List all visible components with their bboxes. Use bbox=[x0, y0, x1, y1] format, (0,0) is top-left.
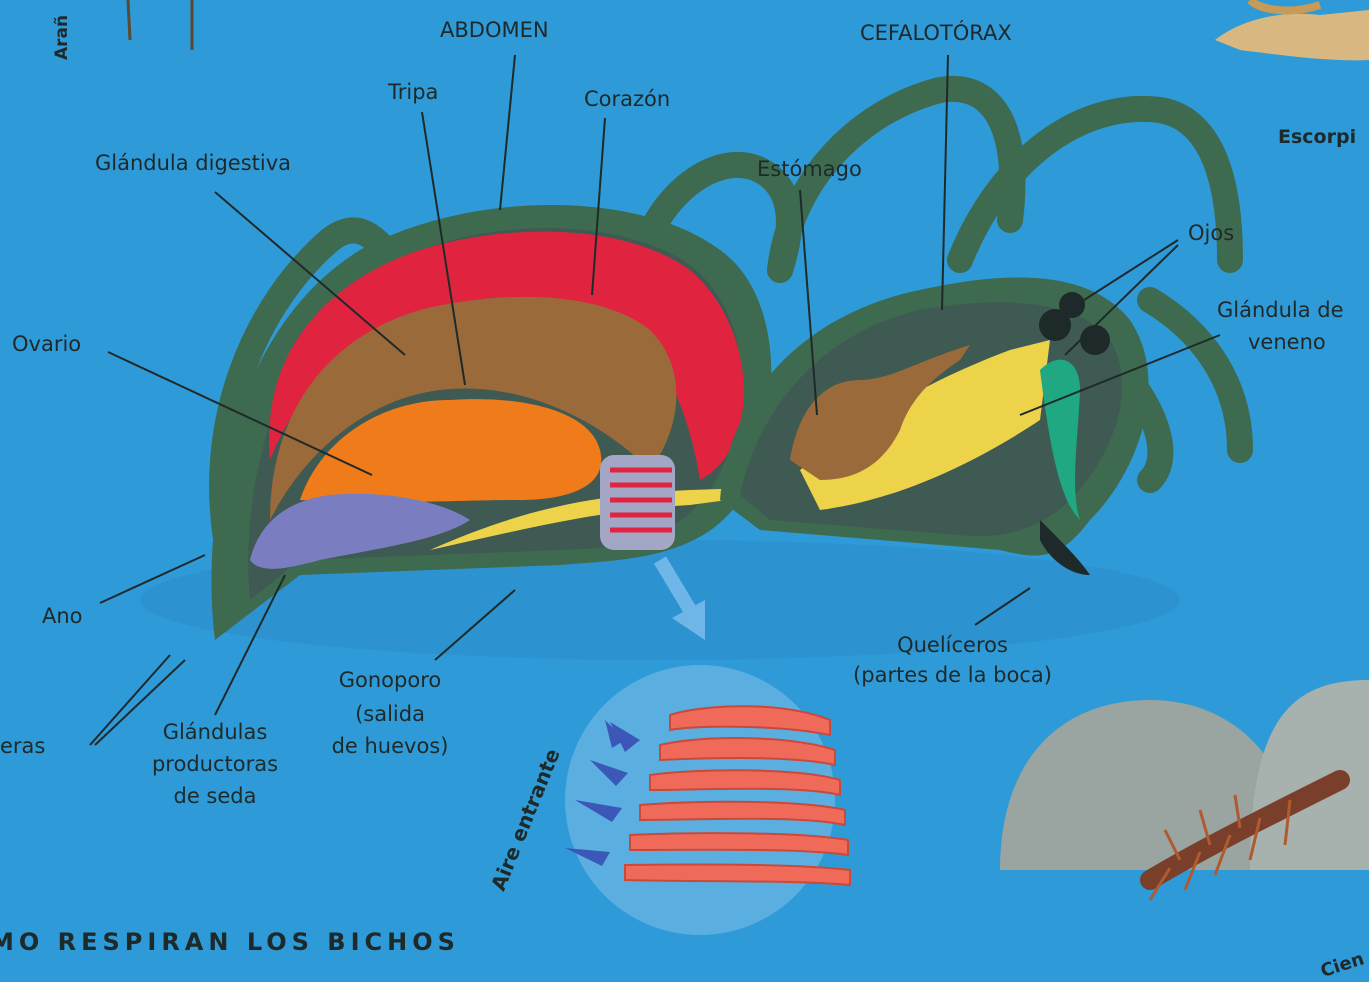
label-glandula-digestiva: Glándula digestiva bbox=[95, 150, 291, 176]
label-queliceros-1: Quelíceros bbox=[830, 632, 1075, 658]
label-tripa: Tripa bbox=[388, 79, 438, 105]
label-escorpion: Escorpi bbox=[1278, 124, 1356, 150]
label-glandulas-seda-2: productoras bbox=[130, 751, 300, 777]
section-heading: MO RESPIRAN LOS BICHOS bbox=[0, 928, 460, 956]
label-glandulas-seda-3: de seda bbox=[130, 783, 300, 809]
label-ano: Ano bbox=[42, 603, 83, 629]
label-estomago: Estómago bbox=[757, 156, 862, 182]
label-gonoporo-1: Gonoporo bbox=[310, 667, 470, 693]
label-cefalotorax: CEFALOTÓRAX bbox=[860, 20, 1012, 46]
label-corazon: Corazón bbox=[584, 86, 670, 112]
label-ovario: Ovario bbox=[12, 331, 81, 357]
label-ojos: Ojos bbox=[1188, 220, 1234, 246]
label-queliceros-2: (partes de la boca) bbox=[830, 662, 1075, 688]
label-gonoporo-3: de huevos) bbox=[310, 733, 470, 759]
label-glandula-veneno-2: veneno bbox=[1248, 329, 1326, 355]
label-glandulas-seda-1: Glándulas bbox=[130, 719, 300, 745]
label-arana: Arañ bbox=[52, 15, 72, 60]
label-glandula-veneno-1: Glándula de bbox=[1217, 297, 1344, 323]
label-abdomen: ABDOMEN bbox=[440, 17, 549, 43]
label-hileras: eras bbox=[0, 733, 45, 759]
label-gonoporo-2: (salida bbox=[310, 701, 470, 727]
